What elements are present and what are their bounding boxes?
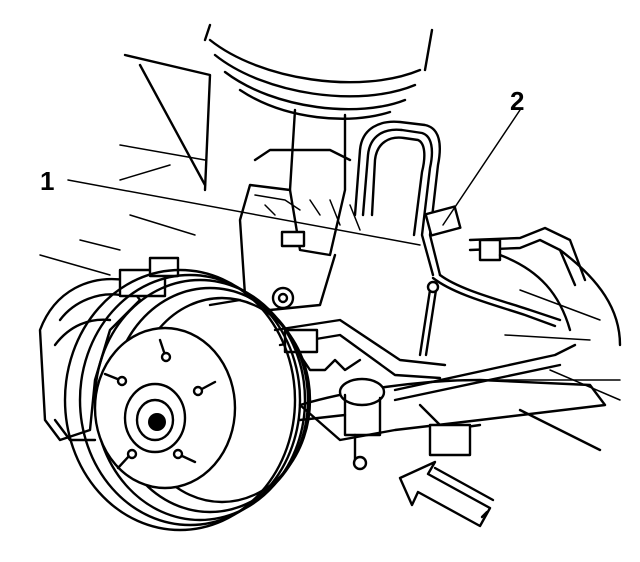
- strut-assembly: [238, 108, 361, 312]
- body-panel: [39, 53, 212, 276]
- callout-label-2: 2: [510, 86, 525, 116]
- brake-lines: [353, 120, 587, 332]
- hollow-arrow-icon: [398, 460, 495, 528]
- coil-spring: [203, 23, 434, 120]
- brake-rotor: [63, 268, 312, 532]
- wheel-studs: [103, 338, 217, 470]
- stabilizer-link: [418, 280, 440, 357]
- inner-fender: [469, 248, 622, 401]
- ball-joint: [298, 377, 386, 471]
- lower-control-arm: [298, 343, 607, 457]
- leader-lines: [67, 109, 521, 246]
- callout-label-1: 1: [40, 166, 55, 196]
